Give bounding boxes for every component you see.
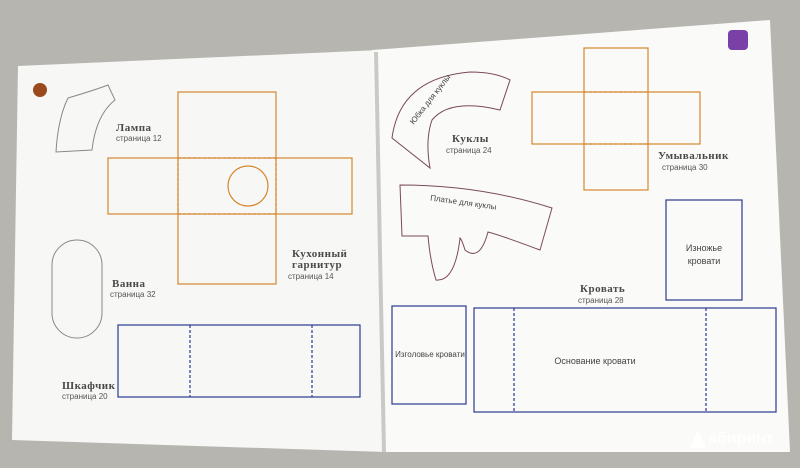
watermark-icon [690, 430, 706, 448]
left-page [12, 50, 385, 452]
cabinet-title: Шкафчик [62, 380, 116, 392]
sink-cross [531, 47, 701, 191]
watermark-text: абиринт [708, 430, 774, 447]
kitchen-cross [107, 91, 353, 285]
sink-page: страница 30 [662, 163, 708, 172]
bed-foot-label-2: кровати [687, 256, 721, 266]
bath-title: Ванна [112, 278, 146, 290]
bath-page: страница 32 [110, 290, 156, 299]
cabinet-strip [117, 324, 361, 398]
bed-foot-shape [665, 199, 743, 301]
bed-title: Кровать [580, 283, 626, 295]
dolls-title: Куклы [452, 133, 489, 145]
bed-foot-label-1: Изножье [685, 243, 723, 253]
dress-shape [399, 184, 553, 281]
sink-title: Умывальник [658, 150, 729, 162]
bed-base-shape [473, 307, 777, 413]
bath-shape [51, 239, 103, 339]
kitchen-title-1: Кухонный [292, 248, 348, 260]
bed-head-shape [391, 305, 467, 405]
cabinet-page: страница 20 [62, 392, 108, 401]
sticker-icon [728, 30, 748, 50]
right-page [372, 20, 790, 452]
brown-dot [33, 83, 47, 97]
dolls-page: страница 24 [446, 146, 492, 155]
skirt-shape [391, 71, 511, 170]
lamp-title: Лампа [116, 122, 152, 134]
kitchen-page: страница 14 [288, 272, 334, 281]
lamp-shape [55, 84, 116, 153]
bed-base-label: Основание кровати [554, 356, 636, 366]
bed-page: страница 28 [578, 296, 624, 305]
lamp-page: страница 12 [116, 134, 162, 143]
bed-head-label: Изголовье кровати [395, 350, 465, 359]
kitchen-title-2: гарнитур [292, 259, 343, 271]
